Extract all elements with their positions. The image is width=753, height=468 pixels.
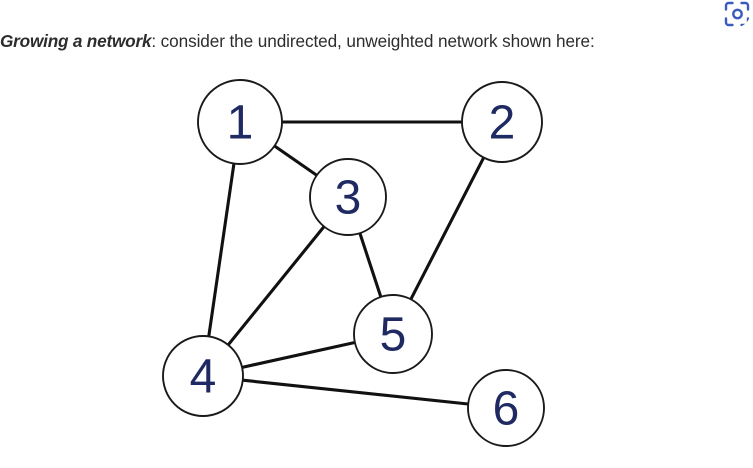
scan-selection-icon[interactable] (717, 0, 751, 28)
graph-edge-4-6 (240, 378, 471, 406)
graph-edge-1-4 (207, 161, 236, 339)
graph-node-label-6: 6 (493, 383, 520, 436)
graph-edge-3-4 (225, 224, 327, 348)
graph-edge-1-3 (272, 143, 320, 178)
graph-node-label-5: 5 (380, 309, 407, 362)
graph-node-label-4: 4 (190, 351, 217, 404)
graph-edge-4-5 (239, 340, 358, 370)
graph-edge-2-5 (408, 155, 486, 302)
graph-node-circle-5 (353, 294, 433, 374)
graph-node-label-2: 2 (489, 97, 516, 150)
node-layer: 1 2 3 4 5 6 (162, 79, 545, 447)
graph-node-4[interactable]: 4 (162, 335, 244, 417)
graph-node-6[interactable]: 6 (467, 369, 545, 447)
graph-node-label-3: 3 (335, 172, 362, 225)
network-graph-figure: 1 2 3 4 5 6 (0, 58, 753, 468)
graph-node-circle-6 (467, 369, 545, 447)
graph-node-circle-2 (461, 81, 543, 163)
graph-node-3[interactable]: 3 (309, 158, 387, 236)
prompt-rest-text: : consider the undirected, unweighted ne… (151, 31, 595, 51)
prompt-emphasis-title: Growing a network (0, 31, 152, 51)
network-graph-canvas: 1 2 3 4 5 6 (162, 79, 545, 447)
edge-layer (207, 120, 486, 406)
graph-node-circle-3 (309, 158, 387, 236)
graph-node-circle-4 (162, 335, 244, 417)
graph-node-circle-1 (197, 79, 283, 165)
graph-node-2[interactable]: 2 (461, 81, 543, 163)
graph-node-5[interactable]: 5 (353, 294, 433, 374)
prompt-text: Growing a network: consider the undirect… (0, 28, 740, 54)
graph-edge-3-5 (357, 230, 383, 300)
graph-node-1[interactable]: 1 (197, 79, 283, 165)
graph-node-label-1: 1 (227, 97, 254, 150)
